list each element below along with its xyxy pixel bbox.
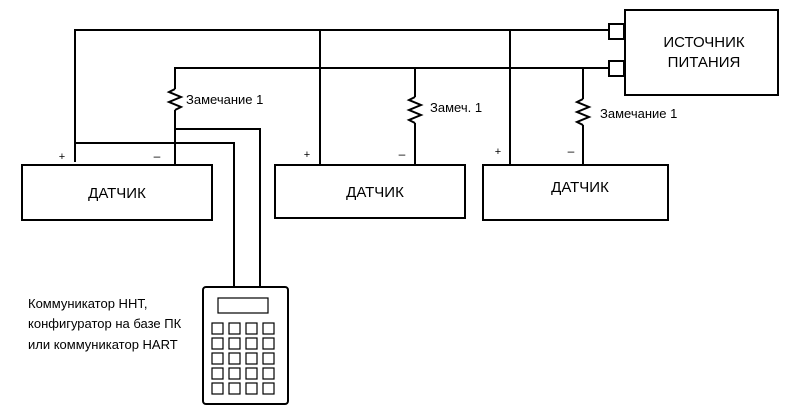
communicator-key	[211, 337, 224, 350]
sensor-1-plus-terminal: +	[59, 151, 65, 163]
sensor-3-minus-terminal: –	[568, 144, 575, 158]
communicator-key	[245, 367, 258, 380]
communicator-key	[262, 367, 275, 380]
communicator-key	[211, 322, 224, 335]
communicator-display	[217, 297, 269, 314]
communicator-key	[228, 337, 241, 350]
communicator-key	[245, 382, 258, 395]
communicator-key	[245, 322, 258, 335]
sensor-3-box	[482, 164, 669, 221]
resistor-3	[574, 98, 592, 126]
sensor-3-label: ДАТЧИК	[551, 179, 609, 196]
sensor-2-plus-terminal: +	[304, 149, 310, 161]
resistor-2-note: Замеч. 1	[430, 100, 482, 115]
resistor-1-note: Замечание 1	[186, 92, 263, 107]
positive-bus-wire	[74, 29, 609, 162]
communicator-key	[245, 352, 258, 365]
sensor-1-box	[21, 164, 213, 221]
communicator-caption-line3: или коммуникатор HART	[28, 337, 178, 352]
communicator-key	[211, 367, 224, 380]
sensor-1-label: ДАТЧИК	[88, 185, 146, 202]
communicator-key	[211, 382, 224, 395]
sensor-2-minus-terminal: –	[399, 147, 406, 161]
communicator-key	[262, 382, 275, 395]
sensor-2-box	[274, 164, 466, 219]
resistor-2	[406, 96, 424, 124]
communicator-key	[262, 337, 275, 350]
communicator-key	[262, 322, 275, 335]
communicator-key	[211, 352, 224, 365]
sensor-1-minus-terminal: –	[154, 149, 161, 163]
communicator-key	[245, 337, 258, 350]
resistor-3-note: Замечание 1	[600, 106, 677, 121]
communicator-key	[228, 322, 241, 335]
sensor-3: ДАТЧИК + – Замечание 1	[482, 106, 677, 221]
sensor-1: ДАТЧИК + – Замечание 1	[21, 92, 263, 221]
negative-bus-wire	[174, 67, 609, 89]
communicator-key	[228, 352, 241, 365]
communicator-caption-line2: конфигуратор на базе ПК	[28, 316, 182, 331]
power-supply-label-line1: ИСТОЧНИК	[663, 34, 745, 51]
power-supply-label-line2: ПИТАНИЯ	[668, 54, 741, 71]
communicator-key	[262, 352, 275, 365]
communicator-caption-line1: Коммуникатор ННТ,	[28, 296, 147, 311]
communicator-keypad	[211, 322, 275, 395]
sensor-2: ДАТЧИК + – Замеч. 1	[274, 100, 482, 219]
communicator: Коммуникатор ННТ, конфигуратор на базе П…	[28, 286, 289, 405]
communicator-lead-right	[175, 128, 261, 287]
power-supply-terminal-bottom	[608, 60, 625, 77]
communicator-key	[228, 382, 241, 395]
sensor-3-plus-terminal: +	[495, 146, 501, 158]
communicator-lead-left	[75, 142, 235, 287]
power-supply: ИСТОЧНИК ПИТАНИЯ	[608, 9, 779, 96]
sensor-2-label: ДАТЧИК	[346, 184, 404, 201]
resistor-1	[166, 88, 184, 111]
power-supply-terminal-top	[608, 23, 625, 40]
communicator-key	[228, 367, 241, 380]
wiring	[74, 29, 609, 287]
power-supply-box	[624, 9, 779, 96]
